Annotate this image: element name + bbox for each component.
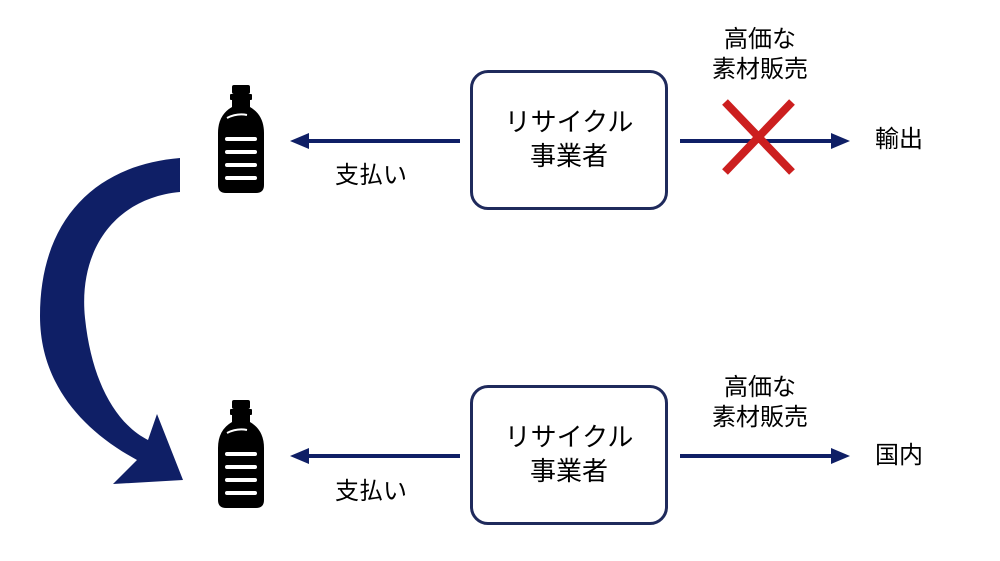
top-payment-arrow-icon [290,133,460,149]
top-recycler-box: リサイクル 事業者 [470,70,668,210]
top-material-line1: 高価な [724,25,796,53]
top-payment-label: 支払い [335,161,407,189]
curved-arrow-icon [40,158,183,484]
bottom-domestic-arrow-icon [680,448,850,464]
bottom-bottle-icon [217,399,265,509]
top-recycler-line1: リサイクル [504,108,634,138]
top-destination-label: 輸出 [875,125,923,153]
bottom-recycler-line1: リサイクル [504,423,634,453]
bottom-payment-arrow-icon [290,448,460,464]
bottom-material-line1: 高価な [724,373,796,401]
bottom-material-label: 高価な 素材販売 [690,372,830,432]
bottom-destination-label: 国内 [875,441,923,469]
cross-mark-icon [722,99,795,175]
top-recycler-line2: 事業者 [529,142,608,172]
top-material-line2: 素材販売 [712,55,808,83]
bottom-recycler-box: リサイクル 事業者 [470,385,668,525]
top-material-label: 高価な 素材販売 [690,24,830,84]
top-bottle-icon [217,84,265,194]
bottom-payment-label: 支払い [335,477,407,505]
bottom-material-line2: 素材販売 [712,403,808,431]
bottom-recycler-line2: 事業者 [529,457,608,487]
